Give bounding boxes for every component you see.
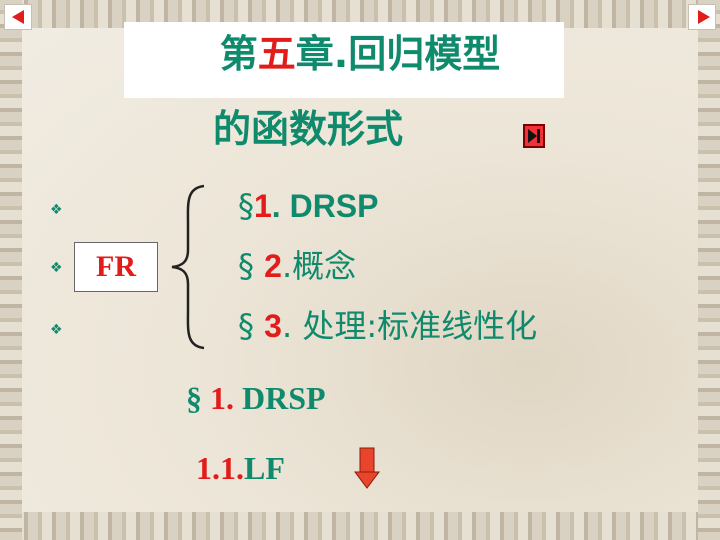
- bullet-icon: ❖: [50, 322, 63, 338]
- item-2: § 2.概念: [238, 247, 357, 285]
- bullet-icon: ❖: [50, 202, 63, 218]
- end-slide-button[interactable]: [523, 124, 545, 148]
- left-triangle-icon: [12, 10, 24, 24]
- subsection-item: 1.1.LF: [196, 450, 285, 486]
- subsection-heading: § 1. DRSP: [186, 380, 326, 416]
- curly-brace-icon: [171, 184, 205, 350]
- slide-title-line2: 的函数形式: [213, 107, 404, 151]
- fr-label: FR: [74, 242, 158, 292]
- next-slide-button[interactable]: [688, 4, 716, 30]
- down-arrow-icon[interactable]: [354, 446, 380, 490]
- right-triangle-icon: [698, 10, 710, 24]
- right-border: [698, 0, 720, 540]
- title-box: [124, 22, 564, 98]
- item-1: §1. DRSP: [238, 187, 379, 225]
- bottom-border: [0, 512, 720, 540]
- left-border: [0, 0, 22, 540]
- slide-title-line1: 第五章.回归模型: [219, 32, 501, 76]
- play-end-icon: [528, 129, 537, 143]
- item-3: § 3. 处理:标准线性化: [238, 307, 538, 345]
- prev-slide-button[interactable]: [4, 4, 32, 30]
- bullet-icon: ❖: [50, 260, 63, 276]
